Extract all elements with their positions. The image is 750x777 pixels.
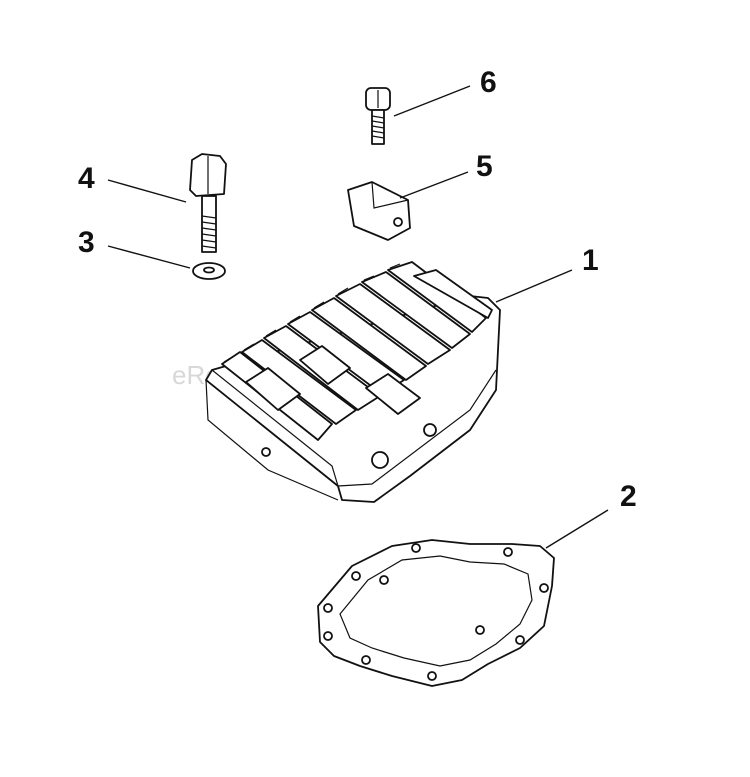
- callout-2[interactable]: 2: [620, 480, 637, 513]
- leader-4: [107, 179, 187, 203]
- part-4-bolt[interactable]: [189, 153, 227, 253]
- leader-2: [545, 509, 609, 549]
- callout-1[interactable]: 1: [582, 244, 599, 277]
- callout-6[interactable]: 6: [480, 66, 497, 99]
- callout-4[interactable]: 4: [78, 162, 95, 195]
- part-5-bracket[interactable]: [347, 181, 411, 241]
- callout-3[interactable]: 3: [78, 226, 95, 259]
- part-2-gasket[interactable]: [317, 539, 555, 687]
- callout-5[interactable]: 5: [476, 150, 493, 183]
- leader-5: [399, 171, 469, 199]
- leader-6: [393, 85, 471, 117]
- leader-1: [495, 269, 573, 303]
- part-6-screw[interactable]: [365, 87, 391, 145]
- part-3-washer[interactable]: [192, 262, 226, 280]
- part-1-cylinder-head[interactable]: [205, 261, 501, 503]
- leader-3: [107, 245, 191, 269]
